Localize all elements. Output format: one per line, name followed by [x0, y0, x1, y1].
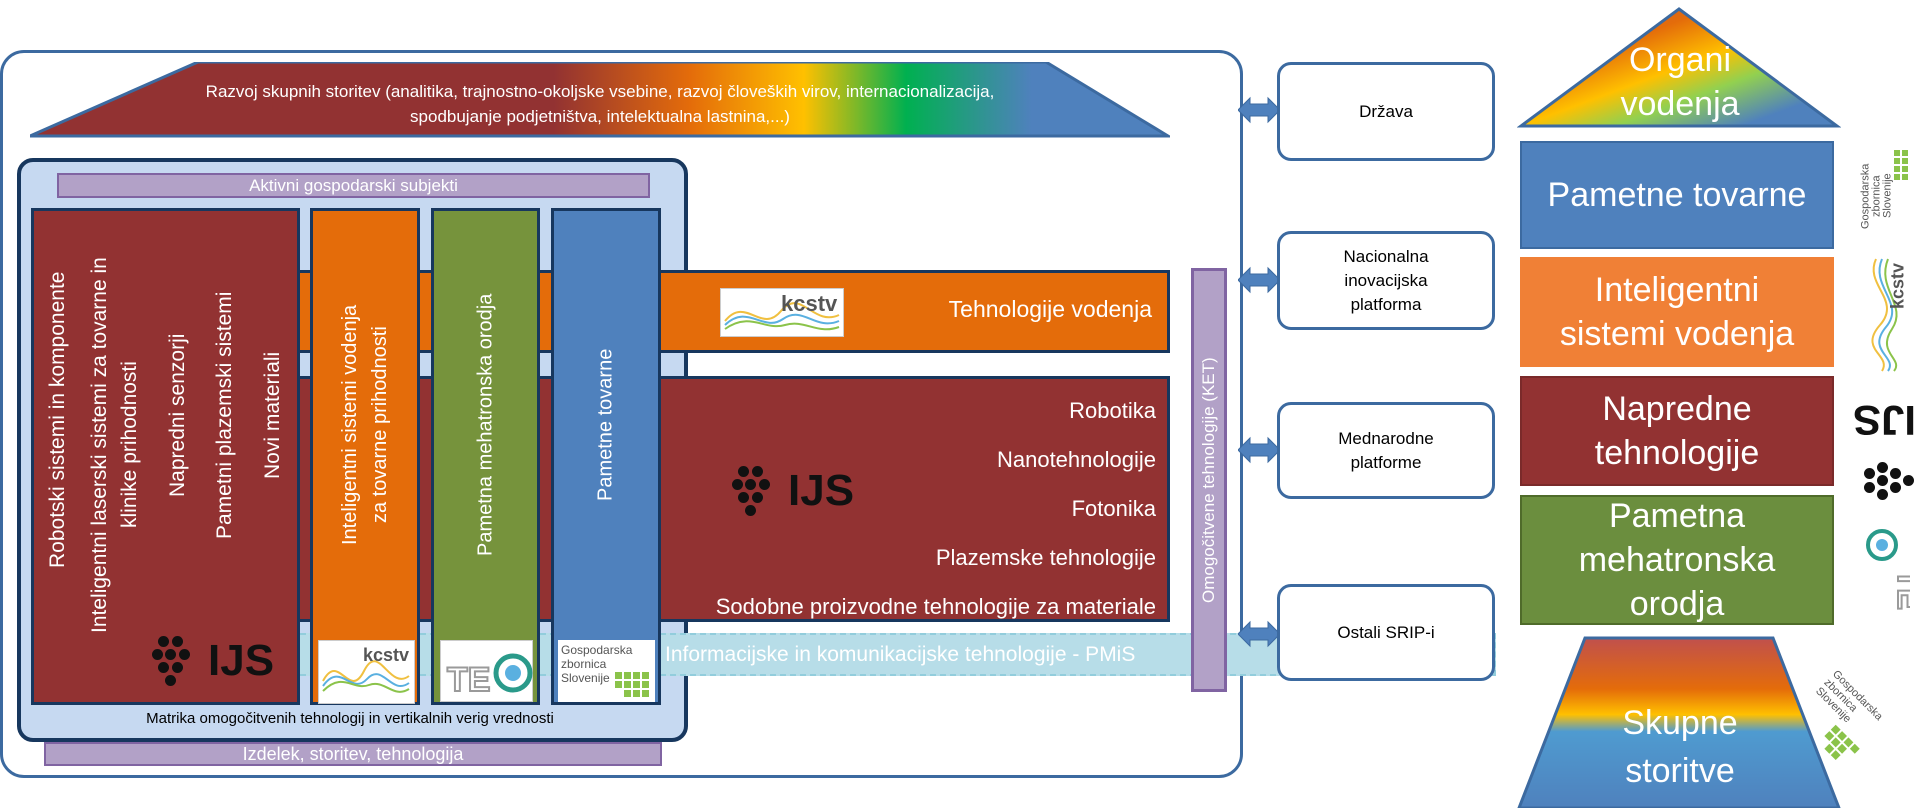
- ijs-logo-column: IJS: [152, 636, 282, 688]
- box-drzava: Država: [1277, 62, 1495, 161]
- column-materiali: Novi materiali: [261, 351, 284, 479]
- blue-column: [551, 208, 661, 705]
- arrow-mednarodne: [1238, 436, 1280, 464]
- box-mehatronska-line-3: orodja: [1629, 585, 1725, 623]
- kcstv-logo-side: kcstv: [1862, 255, 1910, 375]
- box-napredne-line-2: tehnologije: [1594, 434, 1760, 472]
- teco-logo-column: TE: [440, 640, 533, 702]
- green-column: [431, 208, 540, 705]
- column-laserski: Inteligentni laserski sistemi za tovarne…: [84, 215, 146, 675]
- advanced-tech-list: Robotika Nanotehnologije Fotonika Plazem…: [640, 386, 1156, 631]
- box-pametne-tovarne-label: Pametne tovarne: [1547, 176, 1807, 214]
- advanced-item-plazemske: Plazemske tehnologije: [935, 545, 1156, 570]
- arrow-srip: [1238, 620, 1280, 648]
- shared-services-line-1: Skupne: [1622, 704, 1738, 742]
- column-senzorji: Napredni senzorji: [166, 333, 189, 497]
- teco-logo-side: TE: [1858, 525, 1910, 611]
- ket-bar: [1191, 268, 1227, 692]
- box-nip-line-3: platforma: [1350, 294, 1422, 314]
- tech-control-label: Tehnologije vodenja: [948, 296, 1152, 322]
- box-nacionalna-platforma: Nacionalna inovacijska platforma: [1277, 231, 1495, 330]
- column-laserski-line-1: Inteligentni laserski sistemi za tovarne…: [88, 257, 111, 633]
- svg-text:TE: TE: [1891, 569, 1910, 610]
- gzs-logo-line-2: zbornica: [561, 657, 607, 671]
- box-mehatronska-line-1: Pametna: [1608, 497, 1746, 535]
- column-inteligentni-line-1: Inteligentni sistemi vodenja: [339, 304, 361, 546]
- governance-line-1: Organi: [1628, 41, 1732, 79]
- advanced-item-fotonika: Fotonika: [1071, 496, 1156, 521]
- advanced-item-materiali: Sodobne proizvodne tehnologije za materi…: [715, 594, 1156, 619]
- box-inteligentni-line-1: Inteligentni: [1594, 271, 1760, 309]
- box-mehatronska-orodja: Pametna mehatronska orodja: [1520, 495, 1834, 625]
- column-laserski-line-2: klinike prihodnosti: [118, 361, 141, 529]
- box-mednarodne-platforme: Mednarodne platforme: [1277, 402, 1495, 499]
- box-napredne-tehnologije: Napredne tehnologije: [1520, 376, 1834, 486]
- ijs-logo-side: IJS: [1852, 388, 1915, 518]
- banner-text: Razvoj skupnih storitev (analitika, traj…: [100, 79, 1100, 129]
- shared-services-line-2: storitve: [1625, 752, 1735, 790]
- ijs-side-text: IJS: [1852, 397, 1915, 444]
- arrow-nip: [1238, 266, 1280, 294]
- governance-label: Organi vodenja: [1587, 38, 1773, 126]
- vertical-value-chains-block: [31, 208, 300, 705]
- column-plazemski: Pametni plazemski sistemi: [213, 291, 236, 539]
- box-mehatronska-line-2: mehatronska: [1578, 541, 1776, 579]
- svg-text:TE: TE: [447, 661, 490, 699]
- governance-triangle: [1517, 7, 1841, 128]
- ket-label: Omogočitvene tehnologije (KET): [1199, 357, 1218, 603]
- box-srip-label: Ostali SRIP-i: [1337, 622, 1435, 642]
- ict-label: Informacijske in komunikacijske tehnolog…: [665, 643, 1136, 666]
- box-napredne-line-1: Napredne: [1602, 390, 1752, 428]
- gzs-logo-column: Gospodarska zbornica Slovenije: [558, 640, 655, 702]
- gzs-logo-line-1: Gospodarska: [561, 643, 633, 657]
- column-pametne-tovarne: Pametne tovarne: [594, 348, 617, 502]
- box-inteligentni-sistemi: Inteligentni sistemi vodenja: [1520, 257, 1834, 367]
- gzs-logo-bottom: Gospodarska zbornica Slovenije: [1780, 668, 1885, 772]
- gzs-logo-line-3: Slovenije: [561, 671, 610, 685]
- advanced-item-nanotehnologije: Nanotehnologije: [996, 447, 1156, 472]
- box-inteligentni-line-2: sistemi vodenja: [1559, 315, 1795, 353]
- ijs-logo-row: IJS: [732, 466, 862, 518]
- advanced-item-robotika: Robotika: [1069, 398, 1156, 423]
- ijs-logo-text: IJS: [208, 636, 275, 685]
- shared-services-banner: [30, 62, 1170, 138]
- shared-services-trapezoid: [1517, 636, 1841, 808]
- column-mehatronska: Pametna mehatronska orodja: [474, 293, 497, 557]
- column-inteligentni: Inteligentni sistemi vodenja za tovarne …: [320, 215, 410, 635]
- ijs-logo-row-text: IJS: [788, 466, 855, 515]
- governance-line-2: vodenja: [1620, 85, 1740, 123]
- box-pametne-tovarne: Pametne tovarne: [1520, 141, 1834, 249]
- box-nip-line-2: inovacijska: [1344, 270, 1428, 290]
- box-ostali-srip: Ostali SRIP-i: [1277, 584, 1495, 681]
- matrix-caption: Matrika omogočitvenih tehnologij in vert…: [146, 709, 554, 727]
- box-nip-line-1: Nacionalna: [1343, 246, 1429, 266]
- subjects-header: Aktivni gospodarski subjekti: [57, 173, 650, 198]
- kcstv-logo-row: kcstv: [720, 288, 844, 337]
- arrow-drzava: [1238, 96, 1280, 124]
- banner-line-2: spodbujanje podjetništva, intelektualna …: [410, 107, 790, 126]
- column-robotski: Robotski sistemi in komponente: [46, 271, 69, 569]
- gzs-logo-side: Gospodarska zbornica Slovenije: [1860, 148, 1912, 244]
- orange-column: [310, 208, 420, 705]
- footer-bar: Izdelek, storitev, tehnologija: [44, 742, 662, 766]
- box-mednarodne-line-1: Mednarodne: [1338, 428, 1434, 448]
- shared-services-label: Skupne storitve: [1587, 699, 1773, 795]
- box-drzava-label: Država: [1359, 101, 1413, 121]
- box-mednarodne-line-2: platforme: [1350, 452, 1422, 472]
- kcstv-logo-text: kcstv: [363, 645, 410, 665]
- kcstv-logo-row-text: kcstv: [781, 291, 838, 316]
- kcstv-side-text: kcstv: [1887, 262, 1908, 310]
- kcstv-logo-column: kcstv: [318, 640, 415, 704]
- banner-line-1: Razvoj skupnih storitev (analitika, traj…: [205, 82, 995, 101]
- column-inteligentni-line-2: za tovarne prihodnosti: [369, 326, 391, 524]
